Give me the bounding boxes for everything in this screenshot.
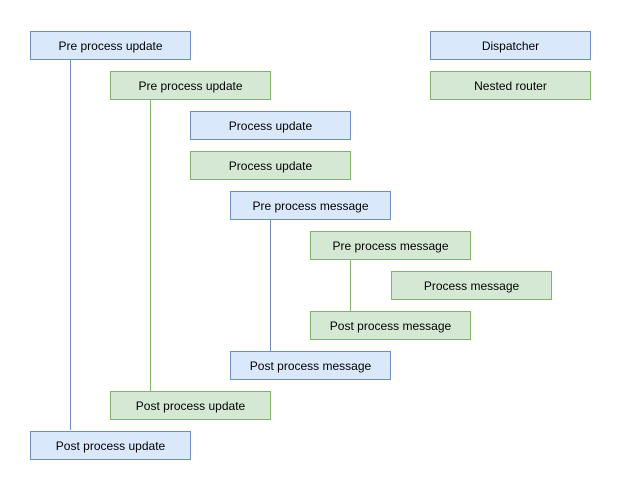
connector-nested-router-update-line [150, 100, 151, 391]
node-nested-router-process-update: Process update [190, 151, 351, 180]
legend-item-nested-router: Nested router [430, 71, 591, 100]
node-dispatcher-process-update: Process update [190, 111, 351, 140]
node-dispatcher-post-process-update: Post process update [30, 431, 191, 460]
node-nested-router-pre-process-message: Pre process message [310, 231, 471, 260]
node-dispatcher-post-process-message: Post process message [230, 351, 391, 380]
node-nested-router-pre-process-update: Pre process update [110, 71, 271, 100]
node-dispatcher-pre-process-update: Pre process update [30, 31, 191, 60]
node-nested-router-process-message: Process message [391, 271, 552, 300]
legend-item-dispatcher: Dispatcher [430, 31, 591, 60]
node-dispatcher-pre-process-message: Pre process message [230, 191, 391, 220]
node-nested-router-post-process-update: Post process update [110, 391, 271, 420]
connector-nested-router-message-line [350, 260, 351, 311]
node-nested-router-post-process-message: Post process message [310, 311, 471, 340]
connector-dispatcher-message-line [270, 220, 271, 351]
connector-dispatcher-update-line [70, 60, 71, 430]
